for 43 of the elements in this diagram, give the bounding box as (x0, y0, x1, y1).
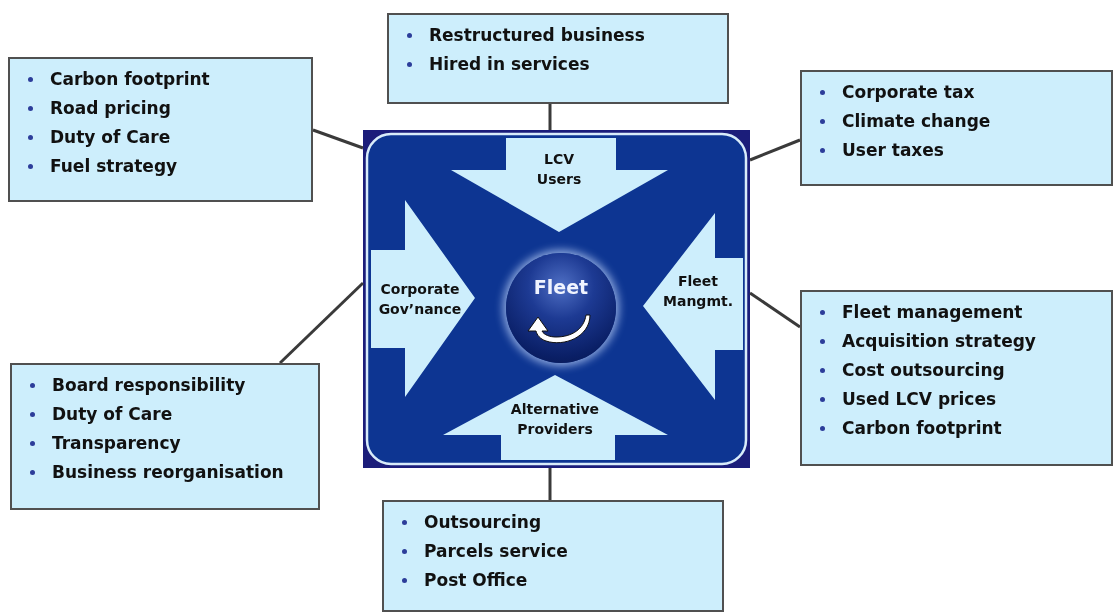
arrow-shape (371, 200, 475, 397)
arrow-shape (451, 138, 668, 232)
connector-line (312, 128, 364, 150)
connector-line (278, 281, 365, 365)
text-box (800, 70, 1113, 186)
bullet-text: Carbon footprint (50, 69, 210, 89)
text-box (382, 500, 724, 612)
text-box (8, 57, 313, 202)
bullet-text: Climate change (842, 111, 991, 131)
central-panel (363, 130, 750, 468)
connector-line (749, 291, 801, 329)
text-box (800, 290, 1113, 466)
connector-line (548, 468, 552, 500)
connector-line (548, 104, 552, 130)
arrow-label: Alternative Providers (509, 400, 601, 439)
sphere-label: Fleet (532, 275, 590, 299)
bullet-text: Duty of Care (50, 127, 171, 147)
arrow-shape (443, 375, 668, 460)
bullet-text: Fleet management (842, 302, 1023, 322)
bullet-text: Board responsibility (52, 375, 246, 395)
bullet-text: User taxes (842, 140, 944, 160)
bullet-text: Road pricing (50, 98, 171, 118)
bullet-text: Parcels service (424, 541, 568, 561)
arrow-label: Corporate Gov’nance (377, 280, 463, 319)
bullet-text: Cost outsourcing (842, 360, 1005, 380)
text-box (10, 363, 320, 510)
bullet-text: Corporate tax (842, 82, 975, 102)
arrow-label: LCV Users (535, 150, 583, 189)
bullet-text: Carbon footprint (842, 418, 1002, 438)
text-box (387, 13, 729, 104)
bullet-text: Acquisition strategy (842, 331, 1036, 351)
connector-line (749, 138, 801, 162)
arrow-label: Fleet Mangmt. (662, 272, 734, 311)
bullet-text: Outsourcing (424, 512, 542, 532)
bullet-text: Fuel strategy (50, 156, 178, 176)
bullet-text: Hired in services (429, 54, 590, 74)
bullet-text: Transparency (52, 433, 181, 453)
bullet-text: Duty of Care (52, 404, 173, 424)
bullet-text: Business reorganisation (52, 462, 284, 482)
bullet-text: Used LCV prices (842, 389, 997, 409)
bullet-text: Post Office (424, 570, 528, 590)
arrow-shape (643, 213, 743, 400)
bullet-text: Restructured business (429, 25, 645, 45)
